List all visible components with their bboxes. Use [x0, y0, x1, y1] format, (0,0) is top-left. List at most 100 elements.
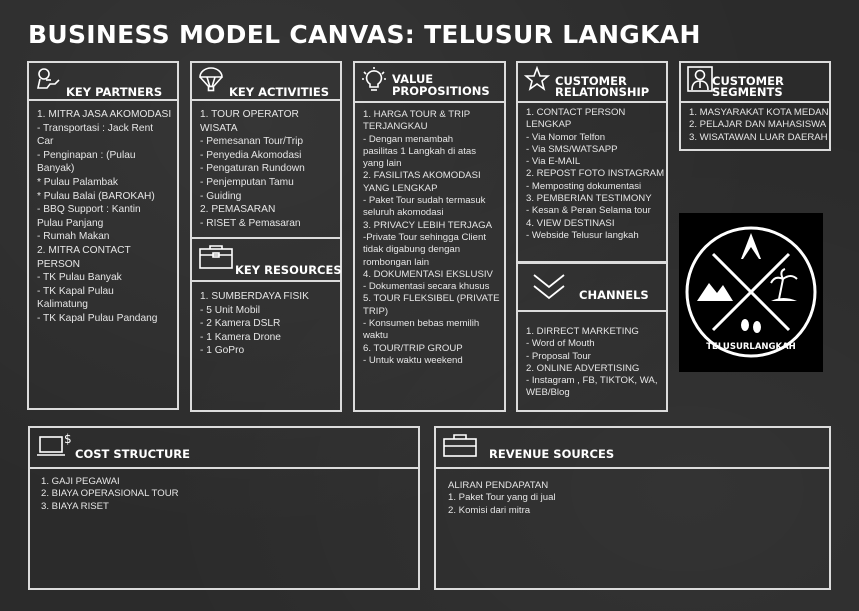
- person-icon: [687, 66, 713, 92]
- customer-relationship-label-2: RELATIONSHIP: [555, 85, 650, 99]
- list-item: 2. PELAJAR DAN MAHASISWA: [689, 119, 827, 131]
- handshake-icon: [37, 68, 60, 89]
- list-item: - TK Pulau Banyak: [37, 272, 122, 284]
- list-item: - Via E-MAIL: [526, 156, 581, 168]
- list-item: - Pengaturan Rundown: [200, 163, 305, 175]
- list-item: 1. HARGA TOUR & TRIP: [363, 109, 471, 120]
- double-chevron-down-icon: [533, 274, 565, 300]
- list-item: - Rumah Makan: [37, 231, 110, 243]
- list-item: 6. TOUR/TRIP GROUP: [363, 342, 463, 354]
- list-item: 4. DOKUMENTASI EKSLUSIV: [363, 268, 493, 280]
- list-item: * Pulau Palambak: [37, 176, 118, 188]
- list-item: - 1 Kamera Drone: [200, 331, 281, 343]
- list-item: Banyak): [37, 163, 75, 175]
- key-partners-section: KEY PARTNERS 1. MITRA JASA AKOMODASI- Tr…: [27, 61, 179, 410]
- list-item: * Pulau Balai (BAROKAH): [37, 190, 155, 202]
- list-item: 2. PEMASARAN: [200, 204, 276, 216]
- toolbox-icon: [199, 245, 233, 269]
- list-item: TRIP): [363, 305, 389, 317]
- channels-section: CHANNELS 1. DIRRECT MARKETING- Word of M…: [516, 262, 668, 412]
- logo-text: TELUSURLANGKAH: [706, 342, 796, 352]
- list-item: 3. PRIVACY LEBIH TERJAGA: [363, 219, 493, 231]
- list-item: 2. MITRA CONTACT: [37, 244, 131, 256]
- page-title: BUSINESS MODEL CANVAS: TELUSUR LANGKAH: [28, 20, 701, 49]
- list-item: - Untuk waktu weekend: [363, 354, 463, 366]
- list-item: TERJANGKAU: [363, 121, 428, 133]
- list-item: - Dokumentasi secara khusus: [363, 281, 490, 293]
- list-item: waktu: [363, 330, 389, 342]
- list-item: 1. CONTACT PERSON: [526, 107, 626, 118]
- value-propositions-label-1: VALUE: [392, 72, 434, 86]
- list-item: - RISET & Pemasaran: [200, 217, 301, 229]
- list-item: - BBQ Support : Kantin: [37, 204, 141, 216]
- list-item: 1. DIRRECT MARKETING: [526, 326, 639, 337]
- customer-segments-section: CUSTOMER SEGMENTS 1. MASYARAKAT KOTA MED…: [679, 61, 831, 151]
- list-item: - Penyedia Akomodasi: [200, 149, 302, 161]
- list-item: yang lain: [363, 158, 402, 170]
- list-item: - Memposting dokumentasi: [526, 180, 642, 192]
- list-item: WISATA: [200, 122, 238, 134]
- list-item: 2. FASILITAS AKOMODASI: [363, 170, 481, 182]
- channels-list: 1. DIRRECT MARKETING- Word of Mouth- Pro…: [526, 326, 662, 400]
- list-item: - Instagram , FB, TIKTOK, WA,: [526, 375, 658, 387]
- list-item: 1. TOUR OPERATOR: [200, 109, 299, 120]
- key-resources-list: 1. SUMBERDAYA FISIK- 5 Unit Mobil- 2 Kam…: [200, 290, 336, 358]
- list-item: -Private Tour sehingga Client: [363, 231, 487, 243]
- list-item: seluruh akomodasi: [363, 207, 444, 219]
- lightbulb-icon: [362, 67, 386, 91]
- list-item: - Kesan & Peran Selama tour: [526, 205, 651, 217]
- briefcase-icon: [443, 434, 477, 457]
- list-item: - Dengan menambah: [363, 133, 454, 145]
- list-item: - Paket Tour sudah termasuk: [363, 195, 486, 207]
- list-item: Car: [37, 136, 54, 148]
- list-item: - TK Kapal Pulau: [37, 285, 114, 297]
- list-item: - TK Kapal Pulau Pandang: [37, 312, 158, 324]
- list-item: pasilitas 1 Langkah di atas: [363, 145, 477, 157]
- telusur-langkah-logo: TELUSURLANGKAH: [679, 213, 823, 372]
- list-item: ALIRAN PENDAPATAN: [448, 480, 549, 491]
- list-item: 2. Komisi dari mitra: [448, 504, 531, 516]
- list-item: LENGKAP: [526, 119, 572, 131]
- value-propositions-label-2: PROPOSITIONS: [392, 84, 490, 98]
- list-item: - Webside Telusur langkah: [526, 229, 639, 241]
- list-item: 1. SUMBERDAYA FISIK: [200, 291, 309, 302]
- list-item: - Konsumen bebas memilih: [363, 318, 480, 330]
- list-item: tidak digabung dengan: [363, 244, 461, 256]
- list-item: PERSON: [37, 258, 81, 270]
- list-item: 2. REPOST FOTO INSTAGRAM: [526, 168, 665, 180]
- list-item: Kalimatung: [37, 299, 88, 311]
- list-item: 2. ONLINE ADVERTISING: [526, 362, 640, 374]
- list-item: 1. MASYARAKAT KOTA MEDAN: [689, 107, 829, 118]
- customer-segments-label-1: CUSTOMER: [712, 74, 784, 88]
- list-item: - Proposal Tour: [526, 350, 591, 362]
- channels-label: CHANNELS: [579, 288, 649, 302]
- list-item: - 1 GoPro: [200, 345, 245, 357]
- list-item: - Via Nomor Telfon: [526, 131, 606, 143]
- list-item: 2. BIAYA OPERASIONAL TOUR: [41, 488, 179, 500]
- list-item: - Penginapan : (Pulau: [37, 149, 136, 161]
- list-item: 5. TOUR FLEKSIBEL (PRIVATE: [363, 293, 500, 305]
- list-item: - Penjemputan Tamu: [200, 176, 294, 188]
- key-partners-label: KEY PARTNERS: [66, 85, 163, 99]
- list-item: YANG LENGKAP: [363, 182, 438, 194]
- customer-relationship-label-1: CUSTOMER: [555, 74, 627, 88]
- list-item: - 5 Unit Mobil: [200, 304, 261, 316]
- key-resources-section: KEY RESOURCES 1. SUMBERDAYA FISIK- 5 Uni…: [190, 237, 342, 412]
- key-partners-list: 1. MITRA JASA AKOMODASI- Transportasi : …: [37, 108, 173, 326]
- star-icon: [524, 66, 550, 91]
- list-item: Pulau Panjang: [37, 217, 104, 229]
- parachute-icon: [199, 67, 223, 92]
- list-item: 1. Paket Tour yang di jual: [448, 492, 556, 504]
- list-item: - Guiding: [200, 190, 242, 202]
